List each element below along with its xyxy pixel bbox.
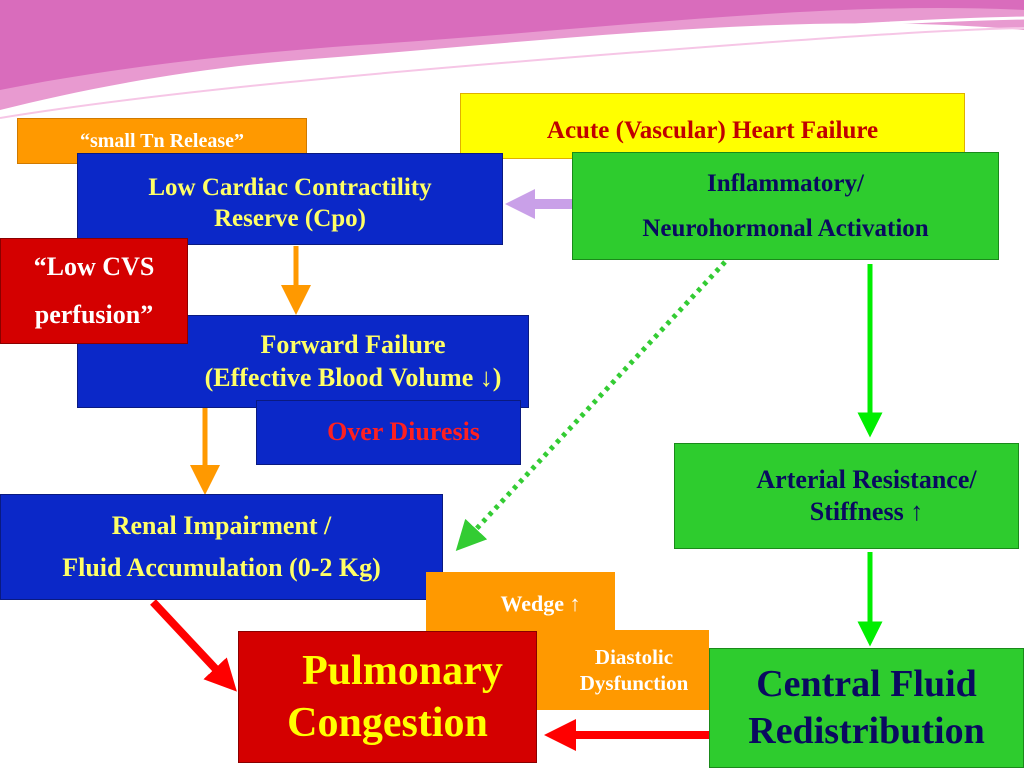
low-contractility-line2: Reserve (Cpo) bbox=[213, 205, 367, 232]
renal-line2: Fluid Accumulation (0-2 Kg) bbox=[62, 553, 381, 582]
central-fluid-line1: Central Fluid bbox=[756, 662, 977, 705]
diastolic-line2: Dysfunction bbox=[579, 671, 689, 695]
over-diuresis-label: Over Diuresis bbox=[327, 417, 480, 447]
arterial-resistance-line1: Arterial Resistance/ bbox=[756, 464, 977, 494]
acute-heart-failure-box: Acute (Vascular) Heart Failure bbox=[460, 93, 965, 159]
wedge-box: Wedge ↑ bbox=[426, 572, 615, 636]
over-diuresis-box: Over Diuresis bbox=[256, 400, 521, 465]
low-cvs-line2: perfusion” bbox=[34, 300, 154, 329]
diastolic-line1: Diastolic bbox=[594, 644, 674, 669]
low-cvs-perfusion-box: “Low CVS perfusion” bbox=[0, 238, 188, 344]
central-fluid-line2: Redistribution bbox=[748, 710, 985, 752]
central-fluid-box: Central Fluid Redistribution bbox=[709, 648, 1024, 768]
inflammatory-line1: Inflammatory/ bbox=[707, 170, 864, 197]
arrow-inflammatory-to-renal bbox=[455, 260, 727, 551]
pulmonary-line2: Congestion bbox=[287, 700, 488, 746]
inflammatory-line2: Neurohormonal Activation bbox=[642, 215, 929, 242]
header-decoration bbox=[0, 0, 1024, 119]
pulmonary-congestion-box: Pulmonary Congestion bbox=[238, 631, 537, 763]
low-cvs-line1: “Low CVS bbox=[33, 251, 155, 281]
renal-impairment-box: Renal Impairment / Fluid Accumulation (0… bbox=[0, 494, 443, 600]
forward-failure-line2: (Effective Blood Volume ↓) bbox=[204, 362, 502, 392]
arrow-renal-to-pulmonary bbox=[150, 599, 237, 692]
pulmonary-line1: Pulmonary bbox=[302, 647, 503, 694]
acute-heart-failure-label: Acute (Vascular) Heart Failure bbox=[546, 117, 879, 145]
renal-line1: Renal Impairment / bbox=[111, 511, 332, 541]
forward-failure-line1: Forward Failure bbox=[260, 330, 446, 359]
diastolic-dysfunction-box: Diastolic Dysfunction bbox=[537, 630, 709, 710]
low-contractility-box: Low Cardiac Contractility Reserve (Cpo) bbox=[77, 153, 503, 245]
low-contractility-line1: Low Cardiac Contractility bbox=[148, 173, 432, 201]
arterial-resistance-line2: Stiffness ↑ bbox=[809, 497, 924, 526]
inflammatory-box: Inflammatory/ Neurohormonal Activation bbox=[572, 152, 999, 260]
arterial-resistance-box: Arterial Resistance/ Stiffness ↑ bbox=[674, 443, 1019, 549]
wedge-label: Wedge ↑ bbox=[500, 591, 581, 617]
small-tn-release-label: “small Tn Release” bbox=[79, 129, 245, 152]
